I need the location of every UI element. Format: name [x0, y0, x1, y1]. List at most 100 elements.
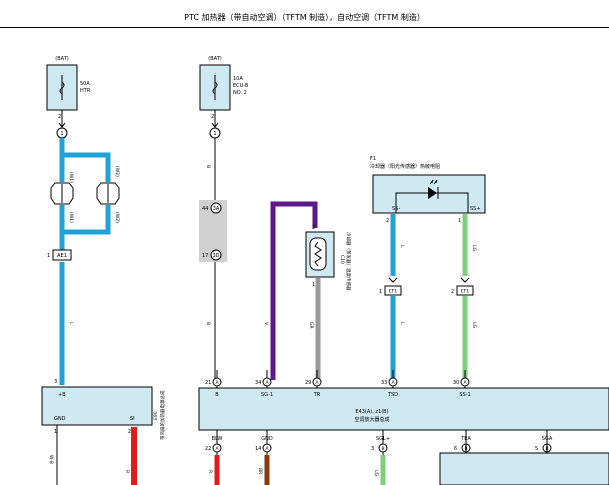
pin-number: 22	[205, 446, 211, 452]
sensor-name: 冷却器（蒸发器）温度传感器	[345, 232, 352, 291]
conn-right-label: EF1	[461, 289, 469, 295]
pin-number: 5	[535, 446, 538, 452]
pin-label: SG-1	[261, 392, 273, 398]
pin-number: 21	[205, 380, 211, 386]
wire-code: LG	[373, 470, 379, 477]
wire-code: W-B	[48, 455, 54, 464]
diagram-title: PTC 加热器（带自动空调）（TFTM 制造），自动空调（TFTM 制造）	[184, 13, 425, 22]
module-si-pin: 2	[128, 429, 131, 435]
fuse-htr-rating: 50A	[80, 81, 90, 87]
wire-code: LG	[471, 245, 477, 252]
sensor-code: C10	[339, 255, 345, 264]
wire-code: R	[207, 470, 213, 473]
fuse-ecub-name2: NO. 2	[233, 90, 247, 96]
module-gnd-pin: 1	[54, 429, 57, 435]
solar-sensor-name: 冷却器（阳光传感器）热敏电阻	[370, 163, 440, 170]
pin-conn-letter: B	[381, 446, 384, 452]
amplifier-bottom-pin: B6TEA	[454, 430, 471, 455]
wire-code: GR	[308, 322, 314, 329]
connector-arrow-icon	[460, 277, 470, 283]
connector-arrow-icon	[211, 122, 219, 128]
solar-ss-plus: SS+	[470, 206, 481, 212]
junction-top-pin: 44	[202, 206, 208, 212]
wire-code: LG	[471, 322, 477, 329]
title-underline	[0, 27, 609, 28]
sensor-pin-top: 2	[312, 225, 315, 231]
wire-code: (W1)	[68, 172, 74, 183]
conn-right-pin: 2	[451, 289, 454, 295]
solar-ss-minus: SS-	[392, 206, 400, 212]
fuse-htr-name: HTR	[80, 88, 91, 94]
fuse-ecub-connector: 1	[213, 131, 216, 137]
solar-pin-right: 1	[458, 218, 461, 224]
fuse-ecub-pin: 2	[211, 114, 214, 120]
pin-conn-letter: A	[391, 380, 395, 386]
pin-conn-letter: A	[315, 380, 319, 386]
connector-arrow-icon	[58, 122, 66, 128]
module-code: E90	[153, 411, 159, 420]
pin-conn-letter: A	[463, 380, 467, 386]
wire-code: (W2)	[114, 166, 120, 177]
fuse-htr-source: (BAT)	[55, 56, 68, 62]
pin-number: 29	[305, 380, 311, 386]
solar-sensor-code: F1	[370, 156, 376, 162]
conn-left-label: EF1	[389, 289, 397, 295]
pin-number: 33	[381, 380, 387, 386]
pin-number: 3	[371, 446, 374, 452]
pin-number: 34	[255, 380, 261, 386]
amplifier-code: E43(A), z1(B)	[355, 409, 388, 415]
thermistor-icon	[314, 241, 322, 267]
solar-pin-left: 2	[386, 218, 389, 224]
junction-ae1-label: AE1	[57, 253, 67, 259]
junction-bottom-pin: 17	[202, 253, 208, 259]
fuse-htr-pin: 2	[58, 114, 61, 120]
fuse-ecub-name1: ECU-B	[233, 83, 249, 89]
module-pin-top: 3	[54, 379, 57, 385]
heater-power-module	[41, 386, 153, 426]
pin-conn-letter: A	[215, 446, 219, 452]
sensor-pin-bottom: 1	[312, 282, 315, 288]
junction-top-label: 3A	[213, 206, 220, 212]
pin-label: BLW	[212, 436, 223, 442]
pin-label: TSD	[387, 392, 398, 398]
wire-code-r: R	[124, 470, 130, 473]
purple-wire	[270, 201, 318, 380]
fuse-icon	[212, 81, 218, 95]
junction-ae1	[52, 249, 72, 261]
fuse-ecub: (BAT) 10A ECU-B NO. 2 2 1	[199, 56, 249, 139]
fuse-ecub-source: (BAT)	[208, 56, 221, 62]
pin-label: B	[215, 392, 219, 398]
pin-label: SS-1	[459, 392, 470, 398]
module-si-label: SI	[130, 416, 135, 422]
wire-code: L	[68, 322, 74, 325]
pin-conn-letter: A	[265, 446, 269, 452]
wire-code: V	[263, 322, 269, 326]
pin-number: 30	[453, 380, 459, 386]
left-blue-wires	[59, 138, 111, 385]
fuse-htr-connector: 1	[60, 131, 63, 137]
fuse-htr: (BAT) 50A HTR 2 1	[46, 56, 91, 139]
pin-label: TR	[313, 392, 321, 398]
junction-ae1-pin: 1	[47, 253, 50, 259]
junction-bottom-label: 3D	[212, 253, 219, 259]
wire-code: (W2)	[114, 212, 120, 223]
wire-code: (W1)	[68, 212, 74, 223]
wire-code: L	[399, 322, 405, 325]
wire-code: L	[399, 245, 405, 248]
pin-number: 14	[255, 446, 261, 452]
pin-number: 6	[454, 446, 457, 452]
lower-right-component	[439, 452, 609, 485]
ac-amplifier	[198, 387, 609, 431]
connector-arrow-icon	[388, 277, 398, 283]
fuse-ecub-rating: 10A	[233, 76, 243, 82]
wire-code: B	[205, 322, 211, 325]
